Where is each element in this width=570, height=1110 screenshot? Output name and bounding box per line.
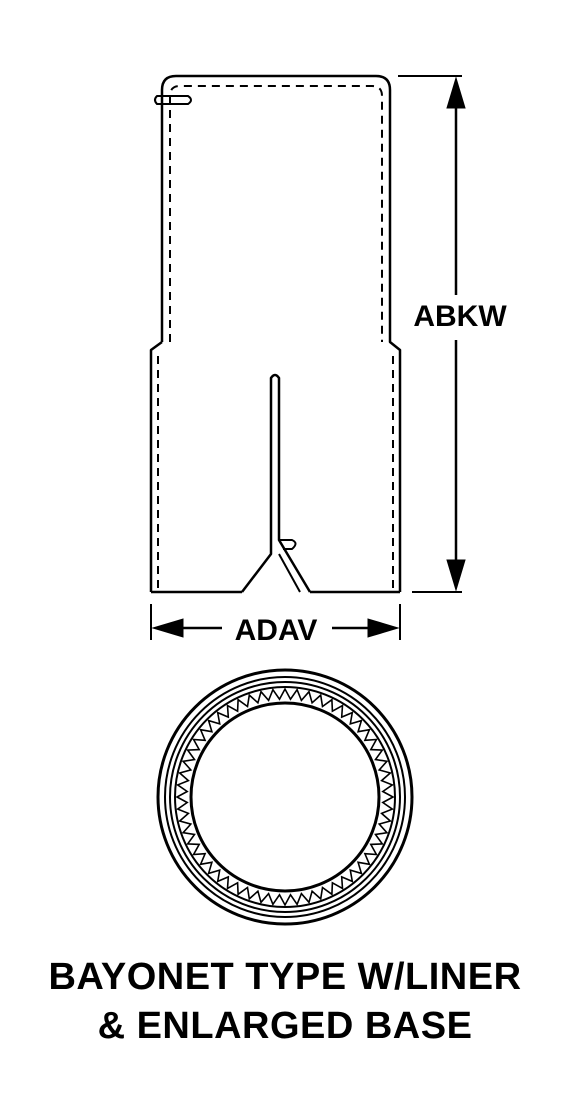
side-view (149, 74, 402, 594)
bayonet-hook (279, 539, 297, 550)
caption-line-1: BAYONET TYPE W/LINER (48, 956, 522, 998)
liner-outline-upper (169, 85, 383, 342)
height-dimension: ABKW (398, 75, 507, 593)
end-view-inner-ring (189, 701, 381, 893)
width-arrow-left (151, 618, 184, 638)
height-label: ABKW (413, 300, 507, 333)
top-latch (154, 95, 192, 105)
height-arrow-down (446, 559, 466, 592)
outer-shell-outline (149, 74, 402, 592)
width-dimension: ADAV (150, 604, 401, 647)
end-view-ring-2 (164, 676, 406, 918)
end-view (156, 668, 414, 926)
end-view-outer-ring (156, 668, 414, 926)
width-arrow-right (367, 618, 400, 638)
height-arrow-up (446, 76, 466, 109)
liner (157, 85, 394, 588)
caption-line-2: & ENLARGED BASE (97, 1005, 473, 1047)
bayonet-notch-inner (278, 553, 301, 593)
bayonet-notch (241, 373, 312, 593)
end-view-serrations (175, 687, 395, 907)
end-view-ring-3 (169, 681, 401, 913)
end-view-ring-4 (174, 686, 396, 908)
width-label: ADAV (235, 614, 318, 647)
